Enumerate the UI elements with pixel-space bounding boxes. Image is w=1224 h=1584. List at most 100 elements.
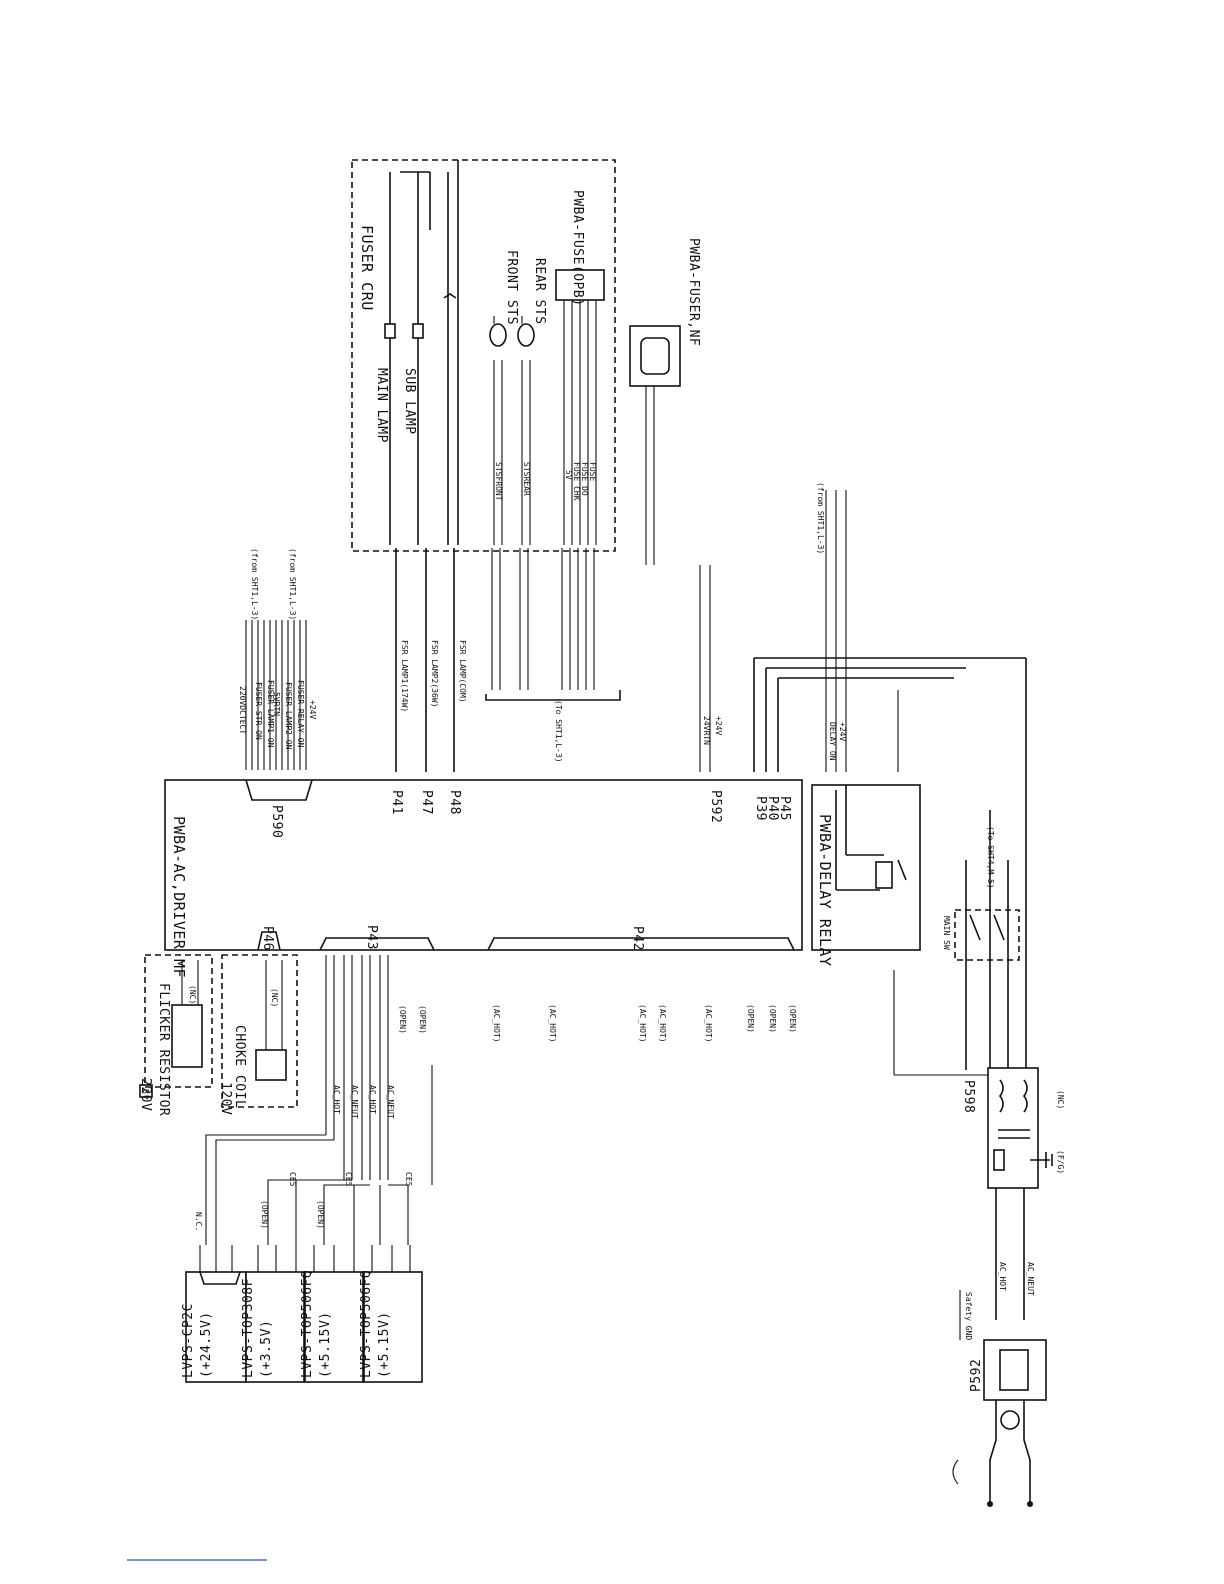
- to-sht-bottom-label: (To SHT4,M-5): [986, 826, 995, 889]
- b-marker-box: [139, 1084, 153, 1098]
- main-sw-border: [954, 909, 1020, 961]
- lamp-drive-wires: FSR LAMP1(174W) FSR LAMP2(36W) FSR LAMP(…: [395, 462, 621, 772]
- delay-on-label: DELAY ON: [828, 722, 837, 761]
- sig-2: FUSER LAMP1 ON: [266, 680, 275, 748]
- p45-label: P45: [777, 796, 792, 821]
- lvps-volt-1: (+3.5V): [259, 1320, 274, 1378]
- p598-label: P598: [961, 1080, 976, 1113]
- ac-hot-label-1: AC_HOT: [332, 1085, 341, 1114]
- nc-small-label: N.C.: [194, 1212, 203, 1231]
- flicker-resistor-block: B 220V FLICKER RESISTOR (NC): [138, 954, 213, 1116]
- lvps-name-2: LVPS-TOP506FQ: [300, 1270, 315, 1378]
- stsfront-label: STSFRONT: [494, 462, 503, 501]
- p590-label: P590: [269, 805, 284, 838]
- main-lamp-symbol: [384, 323, 396, 339]
- lvps-name-1: LVPS-TOP308F: [241, 1278, 256, 1378]
- thermostat-symbol: [443, 293, 457, 299]
- p42-ac-hot-2: (AC_HOT): [548, 1004, 557, 1043]
- p46-label: P46: [260, 926, 275, 951]
- fuser-cru-label: FUSER CRU: [358, 225, 376, 311]
- pwba-fuse-box: [555, 269, 605, 301]
- p43-label: P43: [364, 925, 379, 950]
- flicker-border: [144, 954, 213, 1088]
- p590-signal-bus: 220VDCTECT FUSER STR ON FUSER LAMP1 ON 5…: [238, 548, 317, 770]
- main-lamp-label: MAIN LAMP: [374, 368, 389, 443]
- fuse-sig-3: FUSE: [588, 462, 597, 481]
- p42-open-3: (OPEN): [788, 1004, 797, 1033]
- ac-driver-label: PWBA-AC,DRIVER MF: [170, 816, 188, 978]
- nc-label-3: (NC): [1056, 1090, 1065, 1109]
- pwba-ac-driver-board: PWBA-AC,DRIVER MF P590 P41 P47 P48 P592 …: [164, 779, 803, 978]
- inlet-fuse: [1000, 1410, 1020, 1430]
- fg-label: (F/G): [1056, 1150, 1065, 1174]
- filter-coil-2: [1023, 1079, 1028, 1113]
- p42-open-2: (OPEN): [768, 1004, 777, 1033]
- p42-housing: [487, 937, 795, 951]
- choke-coil-block: 120V CHOKE COIL (NC): [218, 954, 298, 1115]
- main-sw-label: MAIN SW: [942, 916, 951, 950]
- flicker-resistor-box: [171, 1004, 203, 1068]
- lvps-box-1: [245, 1271, 305, 1383]
- nc-label-1: (NC): [188, 985, 197, 1004]
- fuse-sig-1: FUSE_CHK: [572, 462, 581, 501]
- ac-hot-inlet: AC_HOT: [998, 1262, 1007, 1291]
- flicker-label: FLICKER RESISTOR: [156, 983, 171, 1116]
- choke-coil-box: [255, 1049, 287, 1081]
- sub-lamp-label: SUB LAMP: [402, 368, 417, 435]
- delay-relay-label: PWBA-DELAY RELAY: [816, 814, 834, 967]
- sig-4: FUSER LAMP2 ON: [284, 682, 293, 750]
- power-cord-2: [1023, 1400, 1031, 1504]
- ac-inlet-filter: P598 (F/G) (NC) AC_HOT AC_NEUT P592 Safe…: [893, 970, 1065, 1507]
- fuse-sig-0: 5V: [564, 470, 573, 480]
- ac-driver-box: [164, 779, 803, 951]
- p46-housing: [257, 931, 281, 951]
- p43-ac-wiring: AC_HOT AC_NEUT AC_HOT AC_NEUT (OPEN) (OP…: [194, 955, 433, 1245]
- sig-0: 220VDCTECT: [238, 686, 247, 734]
- p42-pins: (AC_HOT) (AC_HOT) (AC_HOT) (AC_HOT) (AC_…: [492, 1004, 797, 1043]
- pwba-fuser-nf-box: [629, 325, 681, 387]
- p41-label: P41: [389, 790, 404, 815]
- p590-housing: [245, 779, 313, 801]
- from-sht-label-2: (from SHT1,L-3): [288, 548, 297, 620]
- p39-label: P39: [753, 796, 768, 821]
- p40-label: P40: [765, 796, 780, 821]
- pwba-fuse-label: PWBA-FUSE(OPB): [570, 190, 585, 307]
- main-switch-block: MAIN SW (To SHT4,M-5): [942, 810, 1020, 1070]
- open-label-1: (OPEN): [398, 1005, 407, 1034]
- lvps-volt-2: (+5.15V): [318, 1311, 333, 1378]
- p42-label: P42: [630, 926, 645, 951]
- sig-6: +24V: [308, 700, 317, 719]
- filter-coil-1: [999, 1079, 1004, 1113]
- p42-ac-hot-5: (AC_HOT): [704, 1004, 713, 1043]
- p48-label: P48: [447, 790, 462, 815]
- pwba-fuser-nf-block: PWBA-FUSER,NF: [629, 238, 701, 565]
- ce5-label-1: CE5: [288, 1172, 297, 1187]
- p592-label: P592: [708, 790, 723, 823]
- fuser-cru-block: FUSER CRU MAIN LAMP SUB LAMP FRONT STS R…: [351, 159, 616, 552]
- delay-relay-box: [811, 784, 921, 951]
- ac-neut-inlet: AC_NEUT: [1026, 1262, 1035, 1296]
- front-sts-label: FRONT STS: [504, 250, 519, 325]
- sig-3: 5VRTN: [272, 692, 281, 716]
- stsrear-label: STSREAR: [522, 462, 531, 496]
- pwba-fuser-nf-label: PWBA-FUSER,NF: [686, 238, 701, 346]
- lvps-row: LVPS-CP2C (+24.5V) LVPS-TOP308F (+3.5V) …: [181, 1245, 423, 1383]
- from-sht-label-3: (from SHT1,L-3): [816, 482, 825, 554]
- lvps-box-3: [363, 1271, 423, 1383]
- r24v-label: +24V: [714, 716, 723, 735]
- ce5-label-3: CE5: [404, 1172, 413, 1187]
- power-cord-1: [989, 1400, 997, 1504]
- fsr-lamp2-label: FSR LAMP2(36W): [430, 640, 439, 707]
- ac-neut-label-1: AC_NEUT: [350, 1085, 359, 1119]
- fsr-lamp1-label: FSR LAMP1(174W): [400, 640, 409, 712]
- pwba-delay-relay-block: PWBA-DELAY RELAY: [811, 784, 921, 967]
- rear-sts-sensor: [517, 323, 535, 347]
- p42-open-1: (OPEN): [746, 1004, 755, 1033]
- delay-24v-label: +24V: [838, 722, 847, 741]
- relay-wires: 24VRTN +24V DELAY ON +24V (from SHT1,L-3…: [699, 482, 1027, 1070]
- open-label-2: (OPEN): [418, 1005, 427, 1034]
- fsr-lamp-com-label: FSR LAMP(COM): [458, 640, 467, 703]
- sig-5: FUSER RELAY ON: [296, 680, 305, 748]
- filter-resistor: [993, 1149, 1005, 1171]
